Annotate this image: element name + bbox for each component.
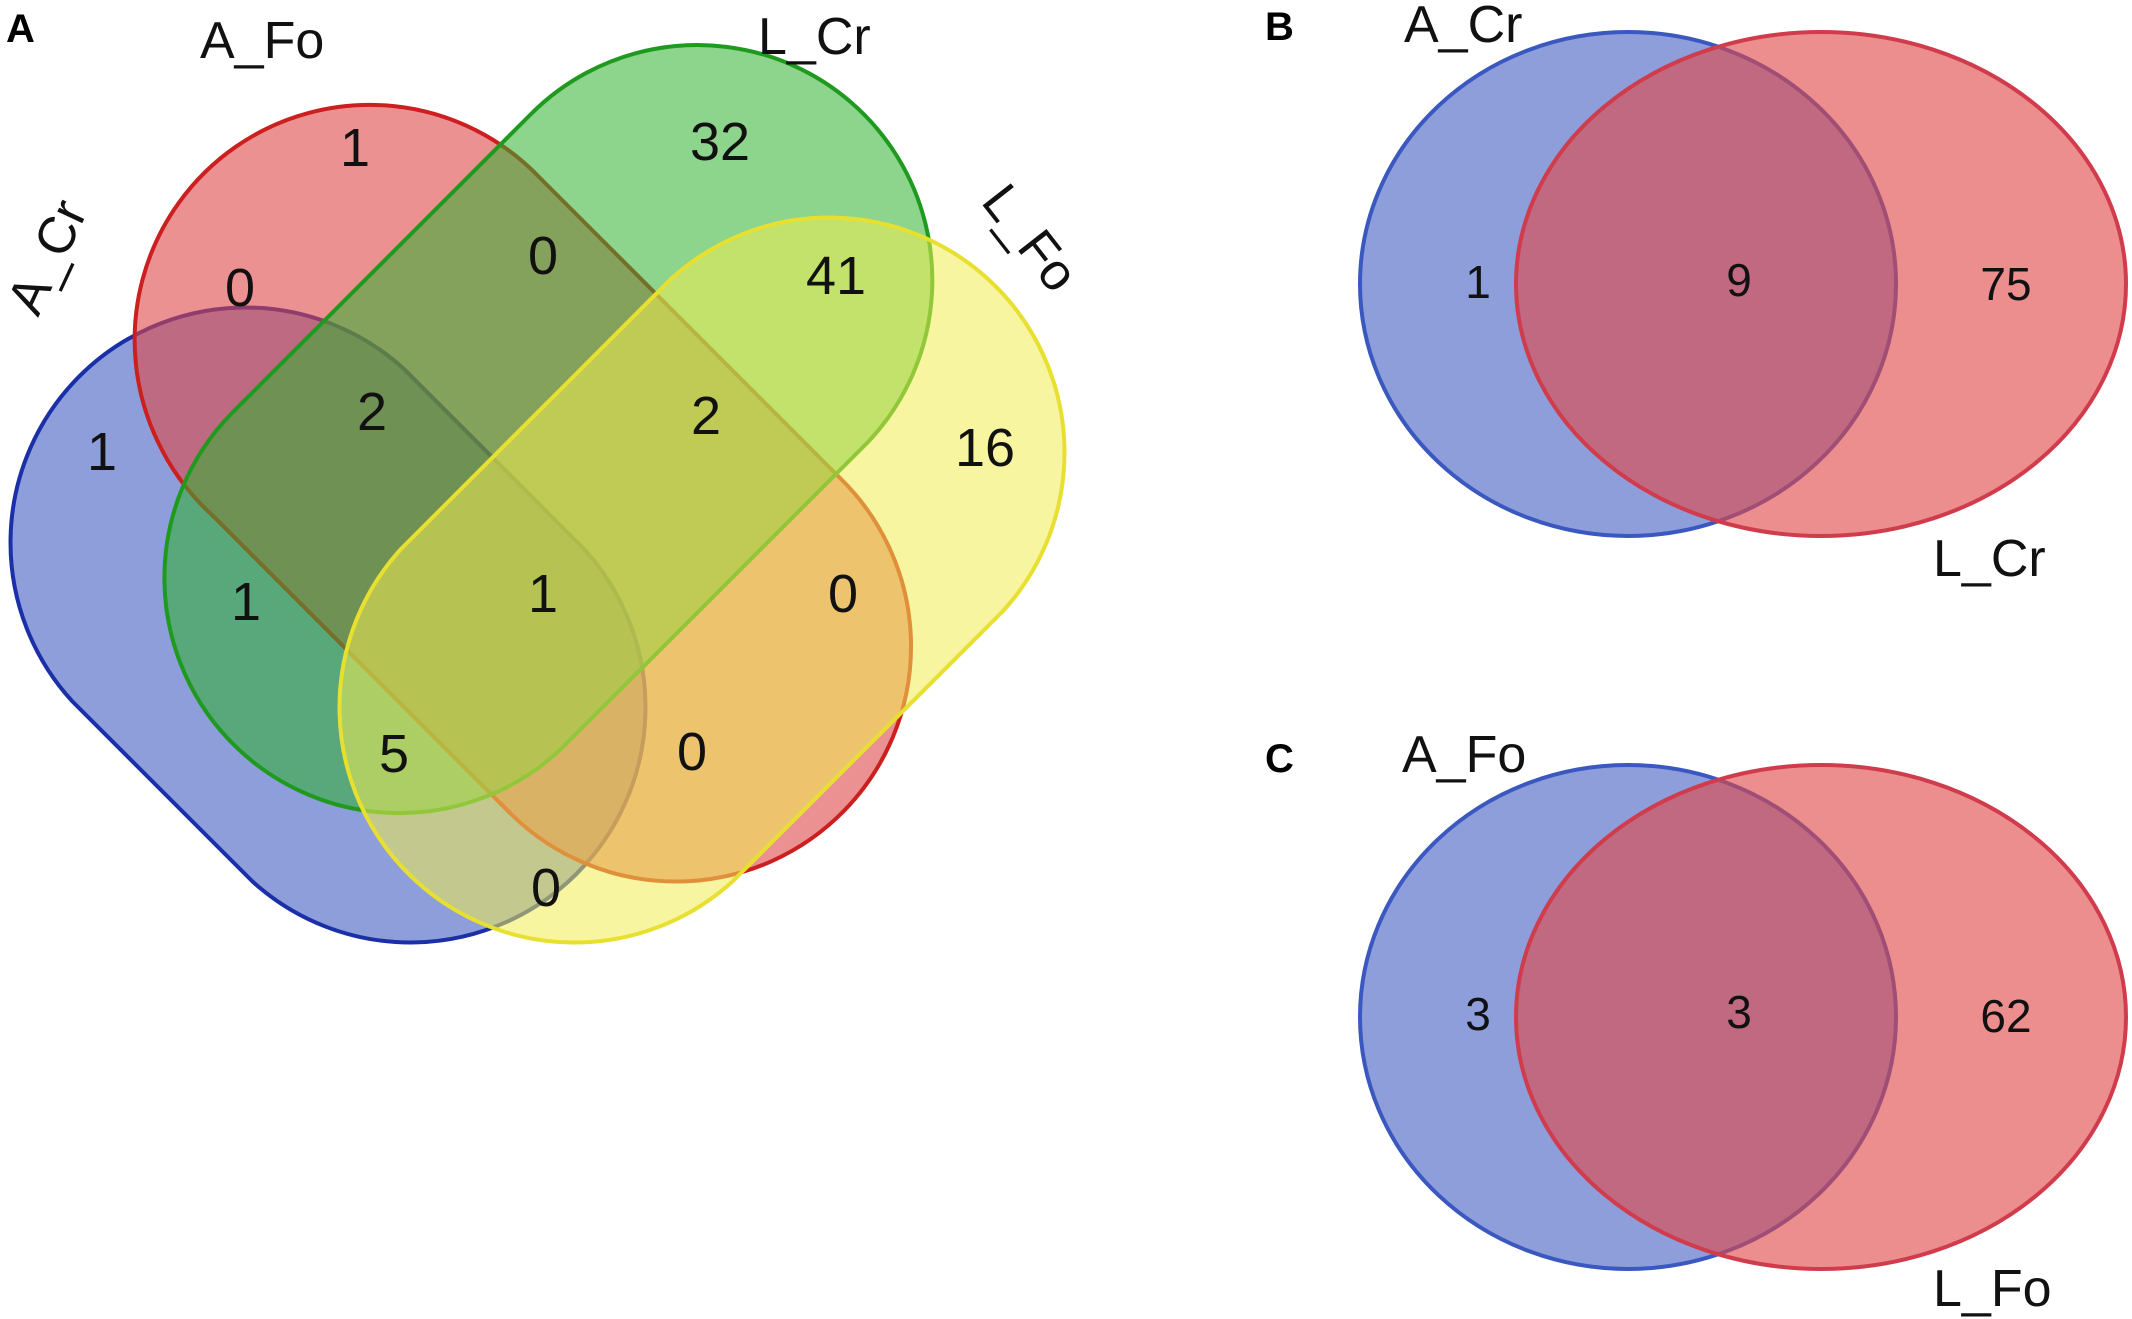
panel-a: A A_Fo L_Cr A_Cr L_Fo 1 32 1 16 0 0 41 2… — [0, 7, 1089, 945]
count-b-overlap: 9 — [1726, 254, 1752, 306]
count-a-cr-a-fo-l-fo: 0 — [677, 722, 707, 782]
count-all-four: 1 — [528, 564, 558, 624]
count-b-left-only: 1 — [1465, 256, 1491, 308]
set-b-right-ellipse — [1514, 30, 2128, 538]
count-l-cr-only: 32 — [690, 112, 750, 172]
count-a-fo-l-cr-l-fo: 2 — [691, 386, 721, 446]
set-c-right-ellipse — [1514, 763, 2128, 1271]
set-label-b-left: A_Cr — [1404, 0, 1522, 54]
count-a-fo-l-cr: 0 — [528, 226, 558, 286]
count-b-right-only: 75 — [1980, 258, 2031, 310]
count-a-cr-l-cr: 1 — [231, 572, 261, 632]
panel-a-letter: A — [6, 7, 35, 51]
set-label-a-cr: A_Cr — [0, 191, 99, 323]
set-label-c-right: L_Fo — [1933, 1260, 2052, 1318]
panel-c: C A_Fo L_Fo 3 3 62 — [1265, 726, 2128, 1318]
count-a-cr-a-fo: 0 — [225, 258, 255, 318]
set-label-a-fo: A_Fo — [200, 12, 324, 70]
count-l-fo-only: 16 — [955, 418, 1015, 478]
count-a-cr-l-fo: 0 — [531, 858, 561, 918]
panel-b-letter: B — [1265, 5, 1294, 49]
set-label-l-cr: L_Cr — [758, 8, 871, 66]
count-c-overlap: 3 — [1726, 986, 1752, 1038]
set-l-fo-shape — [337, 215, 1067, 945]
panel-b: B A_Cr L_Cr 1 9 75 — [1265, 0, 2128, 588]
count-a-cr-l-cr-l-fo: 5 — [379, 724, 409, 784]
count-c-right-only: 62 — [1980, 990, 2031, 1042]
set-label-b-right: L_Cr — [1933, 530, 2046, 588]
set-label-c-left: A_Fo — [1402, 726, 1526, 784]
count-a-cr-a-fo-l-cr: 2 — [357, 382, 387, 442]
count-a-cr-only: 1 — [87, 422, 117, 482]
count-a-fo-only: 1 — [340, 118, 370, 178]
count-l-cr-l-fo: 41 — [806, 246, 866, 306]
panel-c-letter: C — [1265, 737, 1294, 781]
count-a-fo-l-fo: 0 — [828, 564, 858, 624]
count-c-left-only: 3 — [1465, 988, 1491, 1040]
